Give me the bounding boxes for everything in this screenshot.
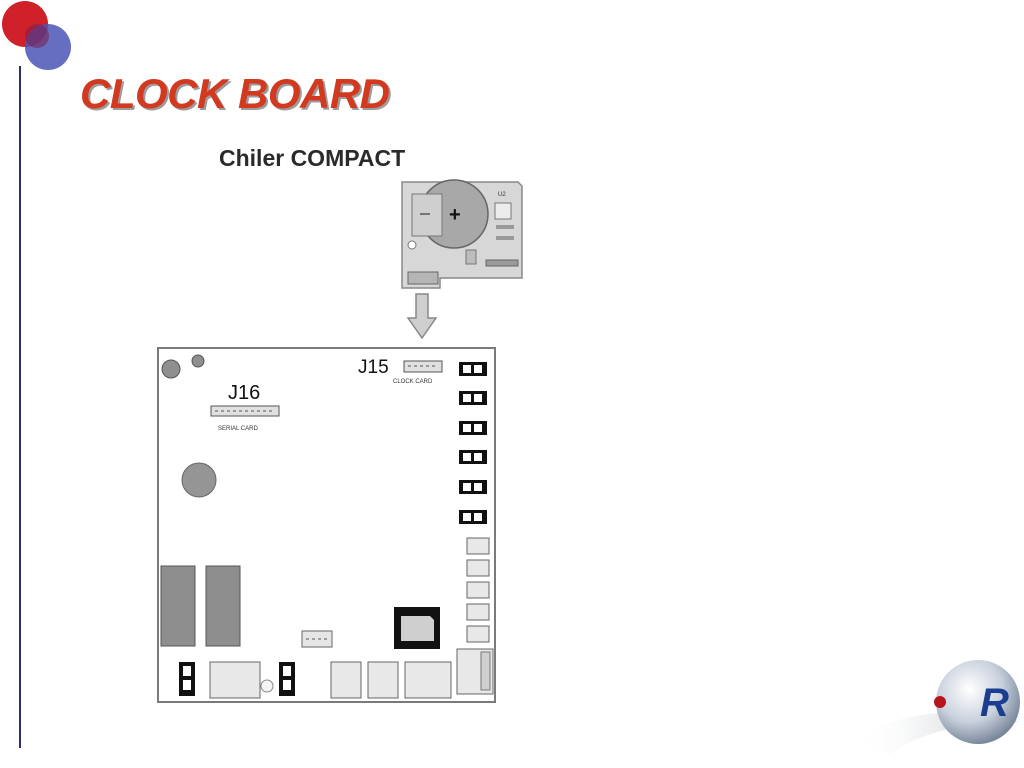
logo-sphere	[936, 660, 1020, 744]
relay-1	[160, 565, 196, 647]
main-board: J16 SERIAL CARD J15 CLOCK CARD	[157, 347, 496, 703]
j16-label: J16	[228, 382, 260, 404]
relay-2	[205, 565, 241, 647]
j16-caption: SERIAL CARD	[218, 426, 258, 432]
j15-caption: CLOCK CARD	[393, 379, 433, 385]
down-arrow-icon	[406, 293, 438, 340]
clock-card: + U2	[401, 179, 523, 289]
logo-red-dot	[934, 696, 946, 708]
battery-plus-symbol: +	[449, 204, 461, 226]
u2-label: U2	[498, 192, 506, 198]
decorative-circles	[2, 1, 71, 70]
left-rule	[19, 66, 21, 748]
bottom-terminals	[179, 661, 452, 699]
logo-letter: R	[980, 681, 1009, 725]
right-connectors	[459, 362, 487, 524]
slide-subtitle: Chiler COMPACT	[219, 145, 406, 171]
j15-label: J15	[358, 357, 389, 378]
small-connectors	[456, 537, 494, 695]
logo: R	[858, 660, 1020, 755]
slide-title: CLOCK BOARD	[80, 70, 390, 117]
